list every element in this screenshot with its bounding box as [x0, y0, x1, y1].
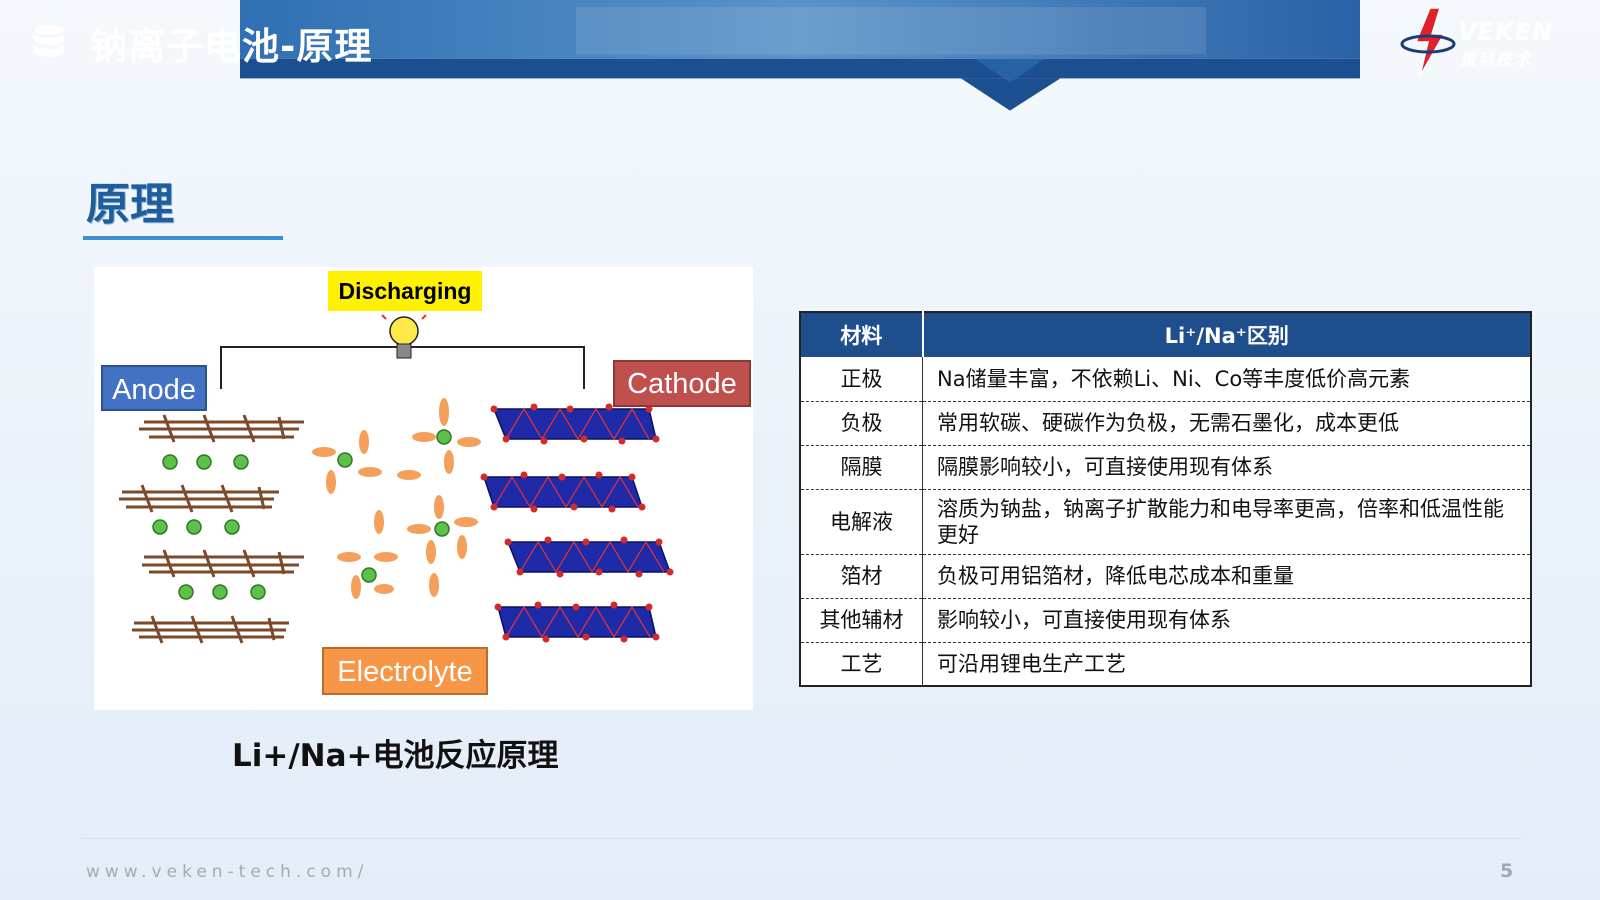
anode-label: Anode: [101, 365, 207, 411]
section-title: 原理: [86, 179, 174, 230]
page-title: 钠离子电池-原理: [90, 25, 373, 68]
discharging-label: Discharging: [328, 271, 482, 311]
light-bulb-icon: [381, 307, 427, 359]
difference-cell: 隔膜影响较小，可直接使用现有体系: [922, 444, 1531, 489]
column-header-material: 材料: [800, 312, 924, 357]
footer-divider: [82, 838, 1522, 839]
material-cell: 工艺: [800, 641, 923, 686]
difference-cell: 负极可用铝箔材，降低电芯成本和重量: [922, 553, 1531, 598]
material-cell: 其他辅材: [800, 597, 923, 642]
difference-cell: 可沿用锂电生产工艺: [922, 641, 1531, 686]
database-icon: [34, 25, 64, 57]
difference-cell: Na储量丰富，不依赖Li、Ni、Co等丰度低价高元素: [937, 366, 1411, 391]
footer-url[interactable]: www.veken-tech.com/: [86, 862, 369, 882]
table-row: 隔膜 隔膜影响较小，可直接使用现有体系: [800, 444, 1531, 489]
difference-cell: 常用软碳、硬碳作为负极，无需石墨化，成本更低: [922, 400, 1531, 445]
table-row: 正极 Na储量丰富，不依赖Li、Ni、Co等丰度低价高元素: [800, 357, 1531, 401]
table-header-row: 材料 Li⁺/Na⁺区别: [800, 312, 1531, 357]
battery-diagram-art: [119, 307, 674, 644]
veken-logo-icon: [1400, 7, 1456, 77]
material-cell: 电解液: [800, 488, 923, 554]
logo-name: VEKEN: [1458, 18, 1554, 46]
difference-cell: 溶质为钠盐，钠离子扩散能力和电导率更高，倍率和低温性能更好: [922, 488, 1531, 554]
cathode-label: Cathode: [613, 360, 751, 407]
material-cell: 箔材: [800, 553, 923, 598]
difference-cell: 影响较小，可直接使用现有体系: [922, 597, 1531, 642]
material-cell: 隔膜: [800, 444, 923, 489]
comparison-table: 材料 Li⁺/Na⁺区别 正极 Na储量丰富，不依赖Li、Ni、Co等丰度低价高…: [799, 311, 1532, 687]
header-banner: [240, 0, 1360, 111]
figure-caption: Li+/Na+电池反应原理: [232, 738, 559, 774]
veken-logo: VEKEN 维科技术: [1400, 4, 1570, 80]
table-row: 电解液 溶质为钠盐，钠离子扩散能力和电导率更高，倍率和低温性能更好: [800, 488, 1531, 554]
logo-subtitle: 维科技术: [1460, 50, 1533, 69]
material-cell: 正极: [800, 357, 923, 401]
electrolyte-label: Electrolyte: [322, 647, 488, 695]
battery-diagram: Discharging Anode Cathode Electrolyte: [94, 267, 753, 710]
material-cell: 负极: [800, 400, 923, 445]
page-number: 5: [1500, 860, 1514, 882]
table-row: 箔材 负极可用铝箔材，降低电芯成本和重量: [800, 553, 1531, 598]
table-row: 负极 常用软碳、硬碳作为负极，无需石墨化，成本更低: [800, 400, 1531, 445]
table-row: 工艺 可沿用锂电生产工艺: [800, 641, 1531, 686]
section-underline: [83, 236, 283, 240]
column-header-difference: Li⁺/Na⁺区别: [922, 312, 1531, 357]
table-row: 其他辅材 影响较小，可直接使用现有体系: [800, 597, 1531, 642]
